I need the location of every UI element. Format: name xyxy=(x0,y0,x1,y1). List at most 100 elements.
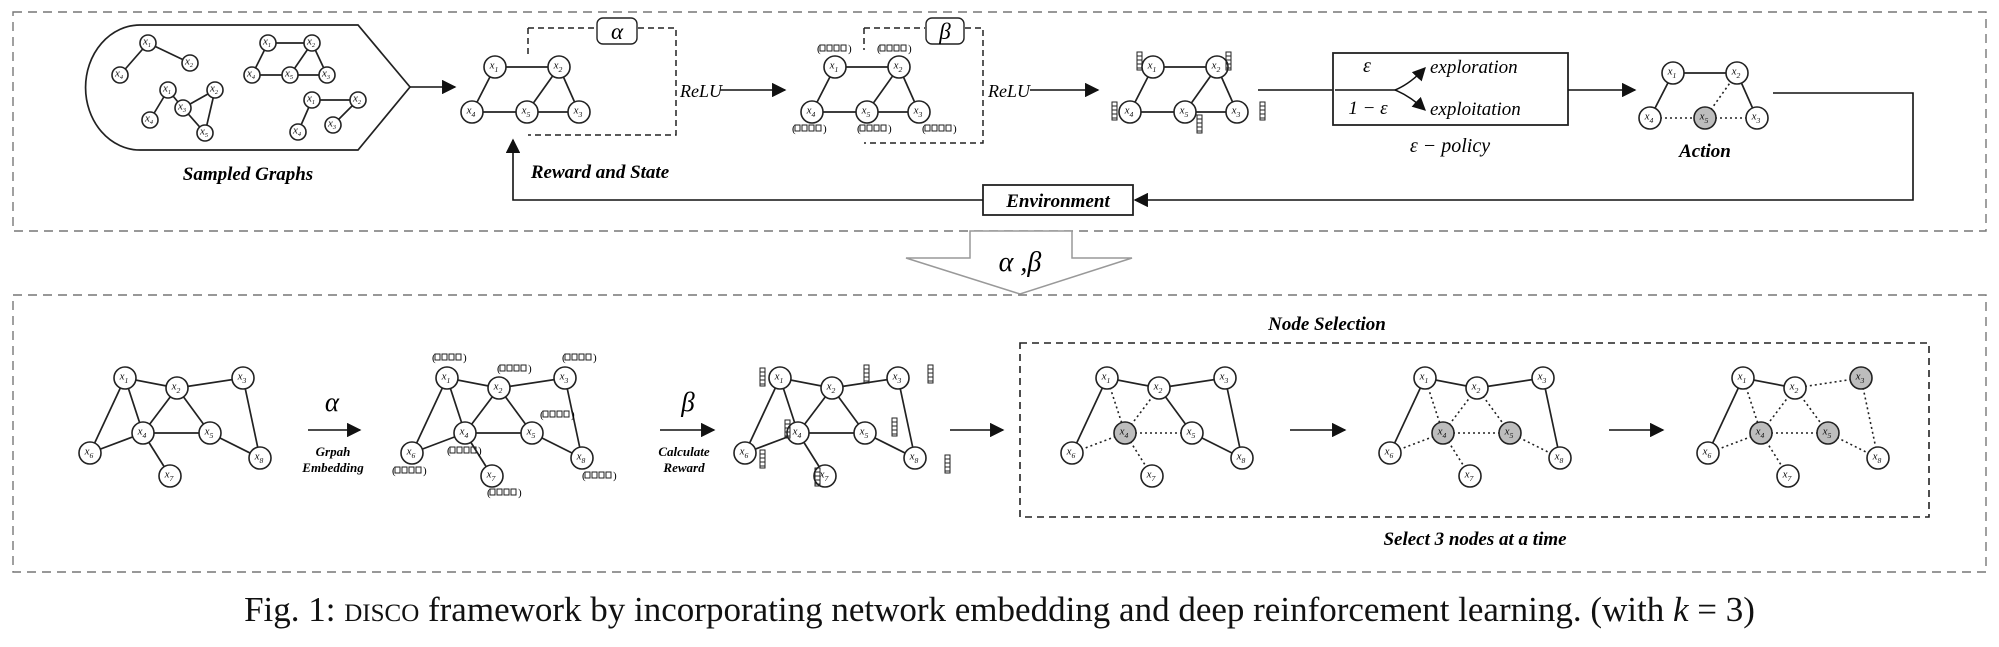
svg-text:x3: x3 xyxy=(1537,371,1547,385)
select-footer: Select 3 nodes at a time xyxy=(1383,529,1567,550)
relu-label-2: ReLU xyxy=(987,81,1031,101)
reward-bar xyxy=(1111,101,1118,121)
reward-bar xyxy=(1196,114,1203,134)
svg-text:(: ( xyxy=(497,363,501,375)
svg-text:x3: x3 xyxy=(237,371,247,385)
node-x6: x6 xyxy=(1060,441,1084,465)
node-x5: x5 xyxy=(853,421,877,445)
svg-text:x6: x6 xyxy=(1384,446,1394,460)
sampled-graphs-label: Sampled Graphs xyxy=(183,164,313,185)
svg-text:x4: x4 xyxy=(466,105,476,119)
svg-text:x3: x3 xyxy=(559,371,569,385)
edge xyxy=(1860,377,1879,459)
node-x2: x2 xyxy=(349,91,367,109)
svg-text:x8: x8 xyxy=(909,451,919,465)
graph-embedding-label-2: Embedding xyxy=(301,460,364,475)
svg-text:x4: x4 xyxy=(1644,111,1654,125)
embedding-vector: () xyxy=(792,123,827,135)
node-x2: x2 xyxy=(303,34,321,52)
transfer-label: α ,β xyxy=(999,247,1042,278)
svg-text:x5: x5 xyxy=(204,426,214,440)
disco-name: disco xyxy=(344,590,420,629)
svg-text:(: ( xyxy=(877,43,881,55)
svg-text:): ) xyxy=(463,352,467,364)
svg-text:x1: x1 xyxy=(829,60,839,74)
embedding-vector: () xyxy=(487,487,522,499)
node-x8: x8 xyxy=(903,446,927,470)
node-x2: x2 xyxy=(1725,61,1749,85)
svg-text:x5: x5 xyxy=(1186,426,1196,440)
svg-text:x2: x2 xyxy=(306,36,316,50)
node-x6: x6 xyxy=(78,441,102,465)
environment-label: Environment xyxy=(1005,191,1110,212)
svg-text:(: ( xyxy=(432,352,436,364)
node-x6: x6 xyxy=(733,441,757,465)
svg-text:x3: x3 xyxy=(321,68,330,82)
node-x1: x1 xyxy=(1095,366,1119,390)
edge xyxy=(1124,432,1153,477)
svg-text:x1: x1 xyxy=(142,36,151,50)
embedding-vector: () xyxy=(817,43,852,55)
svg-text:): ) xyxy=(423,465,427,477)
alpha-symbol-bottom: α xyxy=(325,387,340,417)
svg-text:): ) xyxy=(823,123,827,135)
graph-embedding-label-1: Grpah xyxy=(316,444,351,459)
edge xyxy=(1224,377,1243,459)
node-x1: x1 xyxy=(159,81,177,99)
node-x7: x7 xyxy=(480,464,504,488)
svg-text:): ) xyxy=(593,352,597,364)
svg-text:x2: x2 xyxy=(1731,66,1741,80)
svg-text:): ) xyxy=(888,123,892,135)
edge xyxy=(411,377,448,454)
svg-text:x1: x1 xyxy=(1419,371,1429,385)
node-selection-box xyxy=(1019,342,1930,518)
svg-text:x1: x1 xyxy=(306,93,315,107)
node-x6: x6 xyxy=(1696,441,1720,465)
svg-text:x5: x5 xyxy=(861,105,871,119)
svg-text:x6: x6 xyxy=(739,446,749,460)
environment-box xyxy=(982,184,1134,216)
svg-text:x3: x3 xyxy=(892,371,902,385)
svg-text:x2: x2 xyxy=(209,83,219,97)
node-x1: x1 xyxy=(823,55,847,79)
svg-text:x3: x3 xyxy=(913,105,923,119)
svg-text:x4: x4 xyxy=(114,68,123,82)
edge xyxy=(1071,377,1108,454)
transfer-arrow xyxy=(905,230,1133,295)
svg-text:x8: x8 xyxy=(1554,451,1564,465)
reward-bar xyxy=(891,417,898,437)
exploitation-label: exploitation xyxy=(1430,99,1521,120)
node-x1: x1 xyxy=(139,34,157,52)
reward-bar xyxy=(1225,51,1232,71)
svg-text:x1: x1 xyxy=(774,371,784,385)
beta-symbol-top: β xyxy=(938,19,951,44)
node-x4: x4 xyxy=(1638,106,1662,130)
node-x2: x2 xyxy=(487,376,511,400)
node-x3: x3 xyxy=(231,366,255,390)
edge xyxy=(744,377,781,454)
svg-text:x3: x3 xyxy=(573,105,583,119)
edge xyxy=(89,377,126,454)
svg-text:x1: x1 xyxy=(162,83,171,97)
svg-text:x1: x1 xyxy=(1737,371,1747,385)
node-x5: x5 xyxy=(1173,100,1197,124)
embedding-vector: () xyxy=(922,123,957,135)
node-x7: x7 xyxy=(1458,464,1482,488)
svg-text:x6: x6 xyxy=(1066,446,1076,460)
relu-label-1: ReLU xyxy=(679,81,723,101)
reward-bar xyxy=(759,449,766,469)
svg-text:x1: x1 xyxy=(1667,66,1677,80)
node-x1: x1 xyxy=(259,34,277,52)
svg-text:x1: x1 xyxy=(262,36,271,50)
edge xyxy=(564,377,583,459)
node-x2: x2 xyxy=(1147,376,1171,400)
node-x7: x7 xyxy=(158,464,182,488)
embedding-vector: () xyxy=(877,43,912,55)
svg-text:x2: x2 xyxy=(1789,381,1799,395)
node-x2: x2 xyxy=(1465,376,1489,400)
node-x1: x1 xyxy=(483,55,507,79)
